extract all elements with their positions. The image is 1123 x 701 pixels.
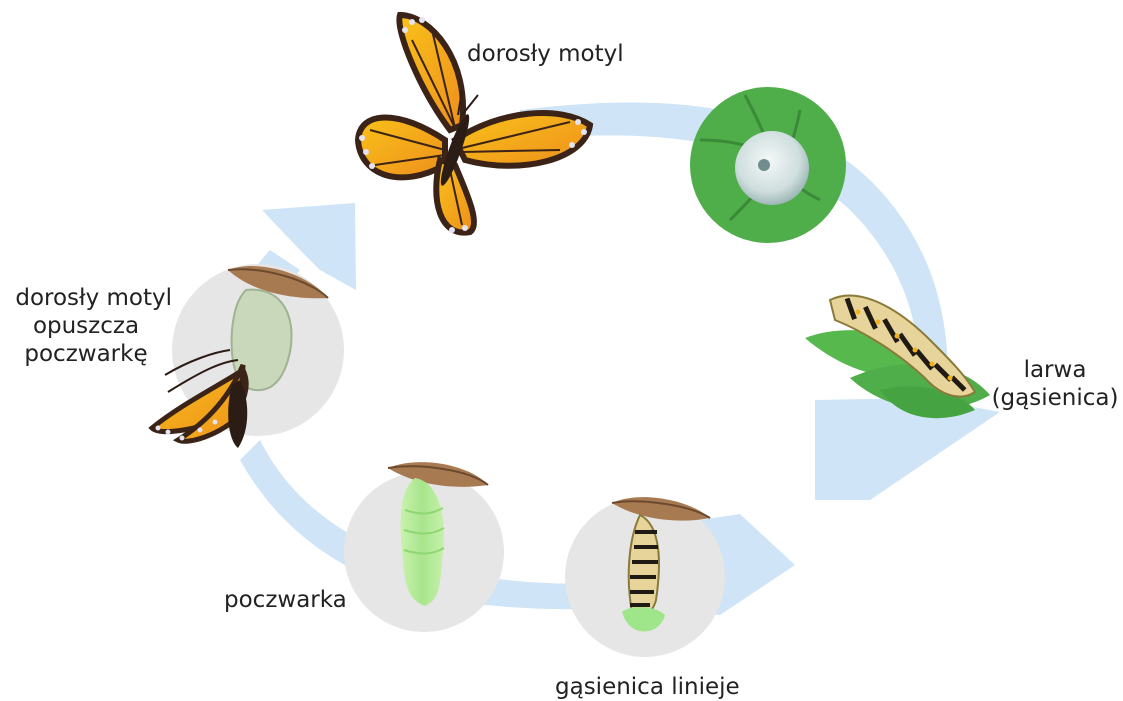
label-emerging-line1: dorosły motyl (0, 284, 172, 312)
pupa-illustration (344, 462, 504, 632)
label-caterpillar-molting: gąsienica linieje (555, 673, 740, 701)
label-emerging-line3: poczwarkę (0, 340, 172, 368)
label-larva: larwa (gąsienica) (990, 356, 1120, 412)
label-larva-line2: (gąsienica) (990, 384, 1120, 412)
arrowhead-right (815, 398, 1000, 500)
label-adult-butterfly: dorosły motyl (467, 40, 624, 68)
label-emerging-butterfly: dorosły motyl opuszcza poczwarkę (0, 284, 172, 368)
label-pupa: poczwarka (224, 586, 347, 614)
label-larva-line1: larwa (990, 356, 1120, 384)
egg-on-leaf-illustration (690, 87, 846, 243)
emerging-butterfly-illustration (152, 264, 344, 448)
caterpillar-molting-illustration (565, 497, 725, 657)
label-emerging-line2: opuszcza (0, 312, 172, 340)
